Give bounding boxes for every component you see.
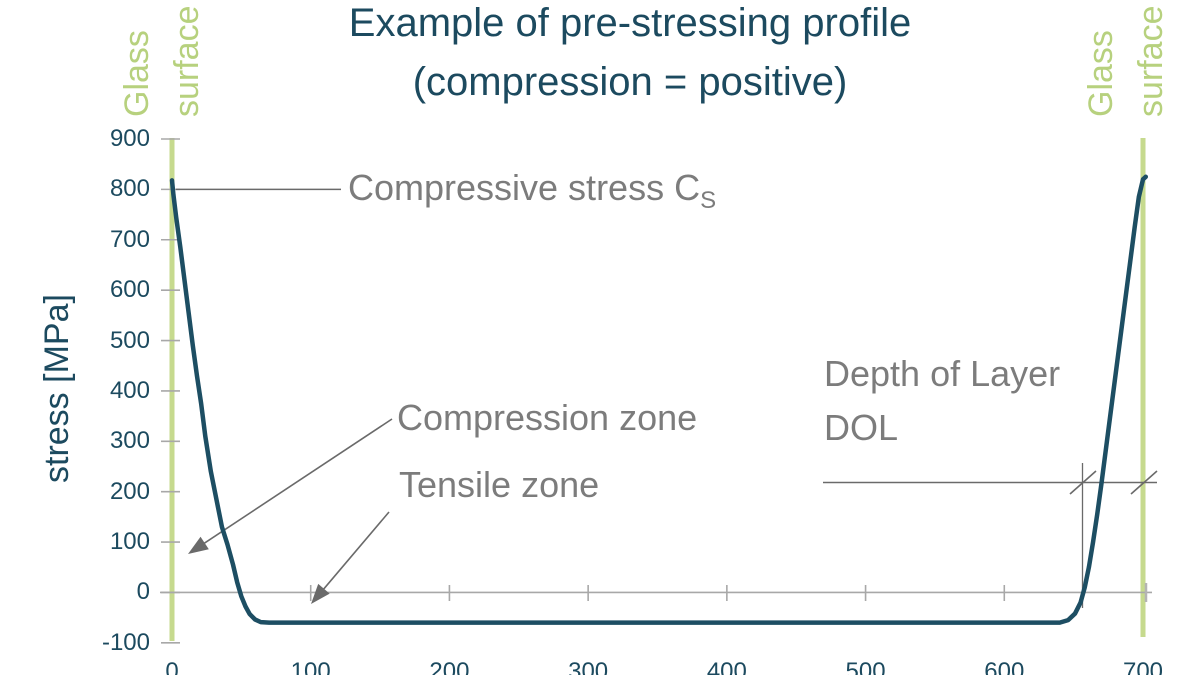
- x-axis-tick-label: 400: [706, 658, 747, 675]
- y-axis-tick-label: 100: [109, 528, 150, 556]
- y-axis-tick-label: 800: [109, 175, 150, 203]
- x-axis-tick-label: 200: [429, 658, 470, 675]
- compression-zone-arrowhead-icon: [188, 536, 209, 554]
- annotation-depth-of-layer: Depth of Layer DOL: [824, 347, 1060, 455]
- annotation-compressive-stress: Compressive stress CS: [348, 167, 717, 215]
- tensile-zone-arrowhead-icon: [311, 583, 330, 604]
- dol-line2: DOL: [824, 407, 899, 448]
- glass-surface-word2: surface: [1132, 5, 1170, 118]
- y-axis-tick-label: 300: [109, 427, 150, 455]
- y-axis-tick-label: 900: [109, 125, 150, 152]
- dol-line1: Depth of Layer: [824, 353, 1061, 394]
- chart-title-line1: Example of pre-stressing profile: [348, 1, 912, 45]
- chart-title-line2: (compression = positive): [412, 60, 848, 104]
- chart-title: Example of pre-stressing profile (compre…: [130, 0, 1130, 112]
- y-axis-tick-label: 200: [109, 477, 150, 505]
- y-axis-tick-label: 500: [109, 326, 150, 354]
- y-axis-tick-label: 400: [109, 376, 150, 404]
- x-axis-tick-label: 0: [165, 658, 179, 675]
- x-axis-tick-label: 600: [984, 658, 1025, 675]
- dol-slash-left: [1069, 470, 1097, 495]
- y-axis-tick-label: 600: [109, 276, 150, 304]
- y-axis-tick-label: 0: [136, 578, 150, 606]
- y-axis-tick-label: -100: [101, 628, 150, 656]
- cs-subscript: S: [700, 187, 717, 215]
- glass-surface-word1: Glass: [1082, 30, 1120, 117]
- glass-surface-label-right: Glass surface: [1076, 0, 1176, 118]
- compression-zone-line: [200, 418, 393, 546]
- dol-slash-right: [1130, 470, 1158, 495]
- glass-surface-label-left: Glass surface: [112, 0, 212, 118]
- glass-surface-word2: surface: [168, 5, 206, 118]
- x-axis-tick-label: 500: [845, 658, 886, 675]
- y-axis-tick-label: 700: [109, 225, 150, 253]
- glass-surface-word1: Glass: [118, 30, 156, 117]
- tensile-zone-line: [320, 511, 390, 593]
- stress-profile-curve: [169, 174, 1149, 625]
- x-axis-tick-label: 100: [290, 658, 331, 675]
- x-axis-tick-label: 300: [568, 658, 609, 675]
- annotation-tensile-zone: Tensile zone: [399, 464, 600, 505]
- annotation-compression-zone: Compression zone: [397, 397, 698, 438]
- x-axis-tick-label: 700: [1122, 658, 1164, 675]
